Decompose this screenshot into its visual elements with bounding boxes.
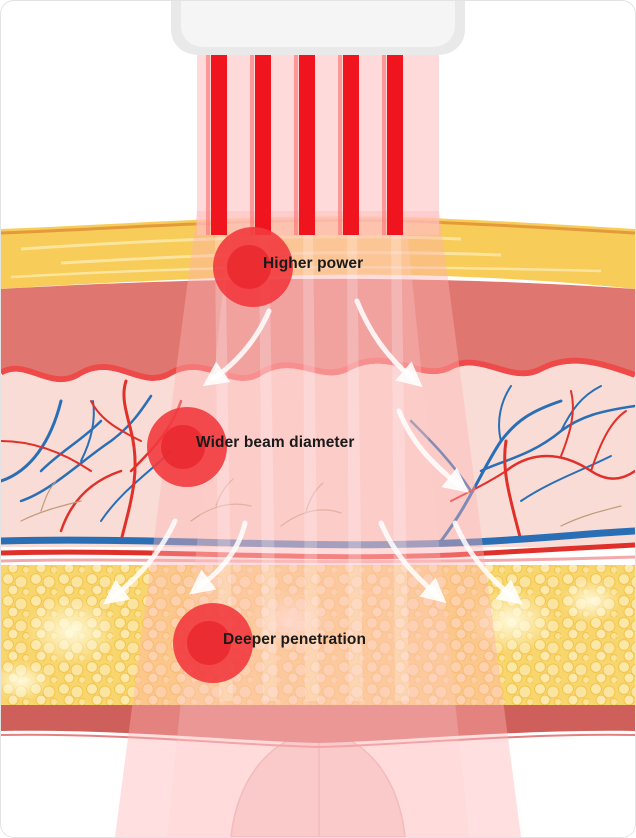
nerve-network — [20, 478, 622, 527]
arrow-icon — [189, 520, 248, 595]
arrow-icon — [103, 518, 178, 605]
callout-dot-higher-power — [213, 227, 293, 307]
laser-beams — [197, 55, 439, 235]
main-artery — [1, 542, 635, 560]
muscle-layer — [1, 705, 635, 743]
dermis-layer — [1, 363, 635, 547]
scatter-arrows — [103, 298, 523, 605]
label-wider-beam-diameter: Wider beam diameter — [196, 434, 355, 451]
vein-network — [1, 385, 635, 543]
arrow-icon — [202, 308, 272, 387]
arrow-icon — [354, 298, 423, 388]
arrow-icon — [452, 520, 523, 605]
callout-dot-wider-beam — [147, 407, 227, 487]
arrow-icon — [378, 520, 447, 604]
label-higher-power: Higher power — [263, 255, 364, 272]
label-deeper-penetration: Deeper penetration — [223, 631, 367, 648]
callout-dot-deeper-penetration — [173, 603, 253, 683]
dermis-upper-layer — [1, 278, 635, 380]
arrow-icon — [396, 408, 469, 493]
laser-beams-in-tissue — [215, 235, 409, 701]
laser-emitter-icon — [171, 1, 465, 55]
